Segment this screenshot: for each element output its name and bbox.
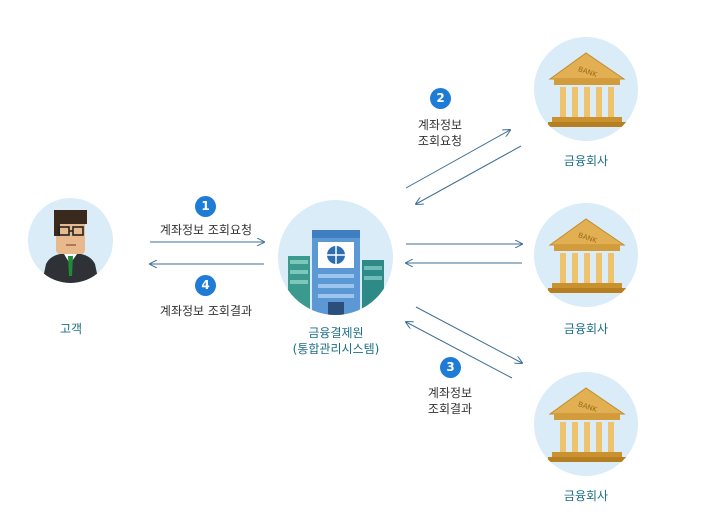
bank-2-label: 금융회사 [563, 322, 609, 336]
step-2-badge: 2 [430, 88, 451, 109]
step-3-text-line2: 조회결과 [427, 402, 473, 416]
bank-2: BANK [534, 203, 638, 307]
step-3-text-line1: 계좌정보 [427, 386, 473, 400]
customer-avatar [28, 198, 113, 283]
building-icon [288, 230, 384, 315]
step-1-text: 계좌정보 조회요청 [159, 223, 253, 237]
center-label-line2: (통합관리시스템) [292, 342, 380, 356]
step-4-badge: 4 [195, 275, 216, 296]
center-building [278, 200, 393, 315]
customer-icon [42, 210, 99, 283]
bank-3-label: 금융회사 [563, 489, 609, 503]
step-3-badge: 3 [440, 357, 461, 378]
customer-label: 고객 [59, 322, 83, 336]
bank-1-label: 금융회사 [563, 154, 609, 168]
center-label-line1: 금융결제원 [308, 326, 364, 340]
step-4-text: 계좌정보 조회결과 [159, 304, 253, 318]
arrow-bank3-to-center [406, 322, 513, 379]
step-2-text-line2: 조회요청 [417, 134, 463, 148]
arrow-center-to-bank1 [405, 130, 510, 189]
bank-icon: BANK [548, 387, 626, 462]
bank-3: BANK [534, 372, 638, 476]
bank-icon: BANK [548, 52, 626, 127]
arrow-bank1-to-center [416, 145, 522, 204]
bank-1: BANK [534, 37, 638, 141]
step-2-text-line1: 계좌정보 [417, 118, 463, 132]
arrow-center-to-bank3 [415, 306, 522, 363]
bank-icon: BANK [548, 218, 626, 293]
step-1-badge: 1 [195, 196, 216, 217]
